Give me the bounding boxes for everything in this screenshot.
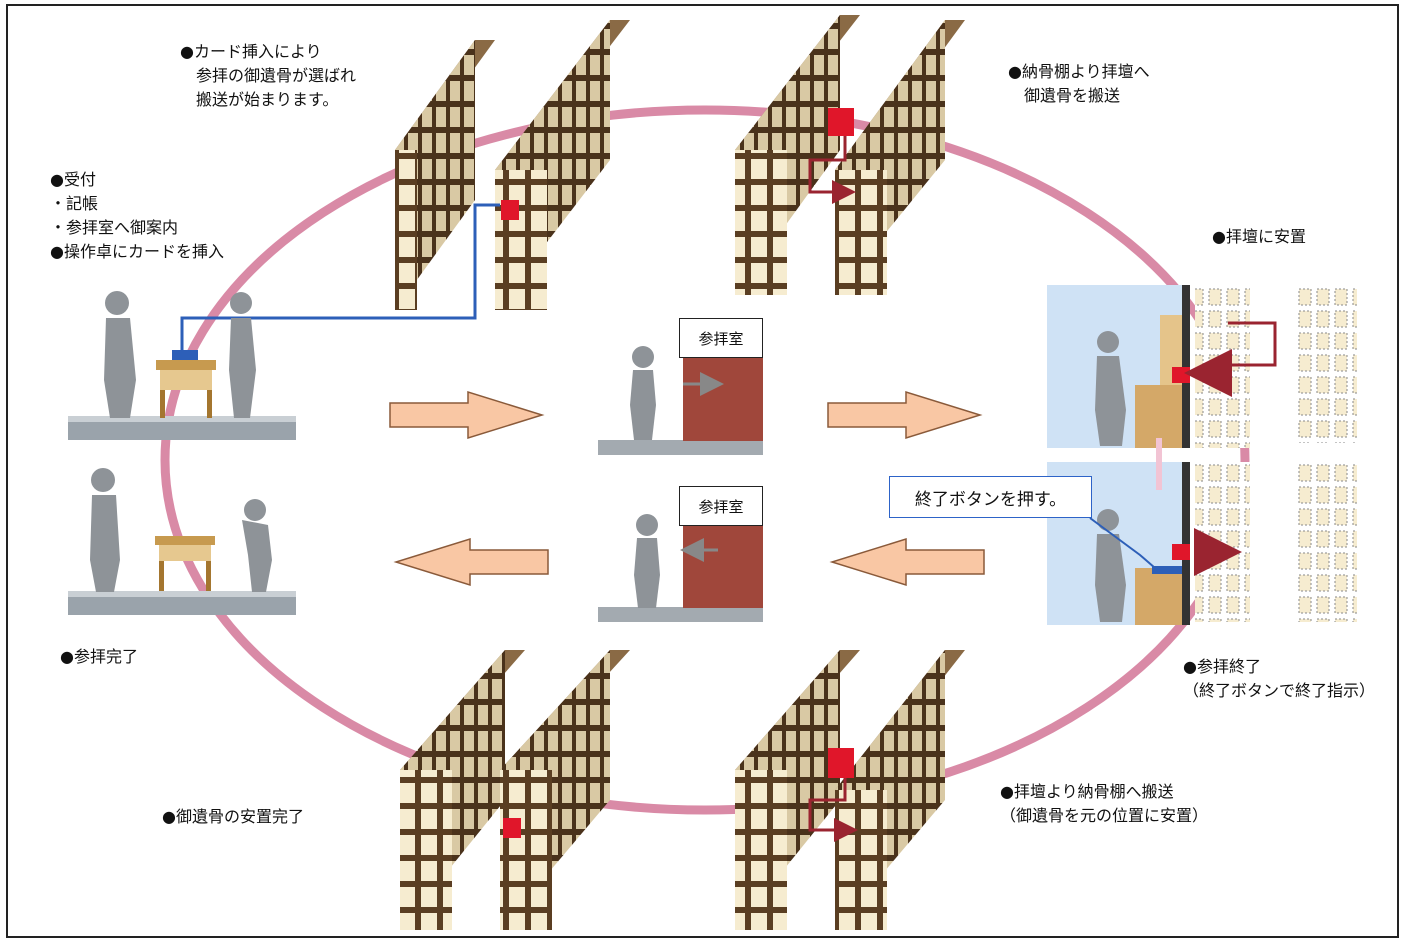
visit-complete-scene bbox=[68, 468, 296, 615]
cycle-ring bbox=[160, 105, 1250, 815]
label-return-transport: ●拝壇より納骨棚へ搬送（御遺骨を元の位置に安置） bbox=[1000, 782, 1209, 825]
reception-scene bbox=[68, 291, 296, 440]
visiting-room-exit-scene bbox=[598, 514, 763, 622]
flow-arrow-right-2 bbox=[827, 390, 983, 440]
room-label-top: 参拝室 bbox=[679, 318, 763, 358]
visiting-room-enter-scene bbox=[598, 346, 763, 455]
storage-shelf-bottom-left bbox=[400, 650, 630, 930]
label-placed-on-altar: ●拝壇に安置 bbox=[1212, 227, 1306, 246]
card-signal-line bbox=[180, 203, 500, 350]
label-transport-to-altar: ●納骨棚より拝壇へ 御遺骨を搬送 bbox=[1008, 62, 1150, 105]
label-card-insert: ●カード挿入により 参拝の御遺骨が選ばれ 搬送が始まります。 bbox=[180, 42, 357, 109]
diagram-frame bbox=[6, 4, 1399, 938]
flow-arrow-left-1 bbox=[393, 537, 549, 587]
flow-arrow-right-1 bbox=[389, 390, 545, 440]
altar-booth-top bbox=[1047, 285, 1357, 448]
label-reception: ●受付・記帳・参拝室へ御案内●操作卓にカードを挿入 bbox=[50, 170, 224, 261]
room-label-bottom: 参拝室 bbox=[679, 486, 763, 526]
altar-booth-bottom bbox=[1047, 438, 1357, 625]
end-button-callout: 終了ボタンを押す。 bbox=[889, 476, 1092, 518]
storage-shelf-top-left bbox=[395, 20, 630, 310]
storage-shelf-top-right bbox=[735, 15, 965, 295]
storage-shelf-bottom-right bbox=[735, 650, 965, 930]
flow-arrow-left-2 bbox=[829, 537, 985, 587]
label-visit-end: ●参拝終了（終了ボタンで終了指示） bbox=[1183, 657, 1376, 700]
label-remains-settled: ●御遺骨の安置完了 bbox=[162, 807, 304, 826]
label-visit-complete: ●参拝完了 bbox=[60, 647, 138, 666]
